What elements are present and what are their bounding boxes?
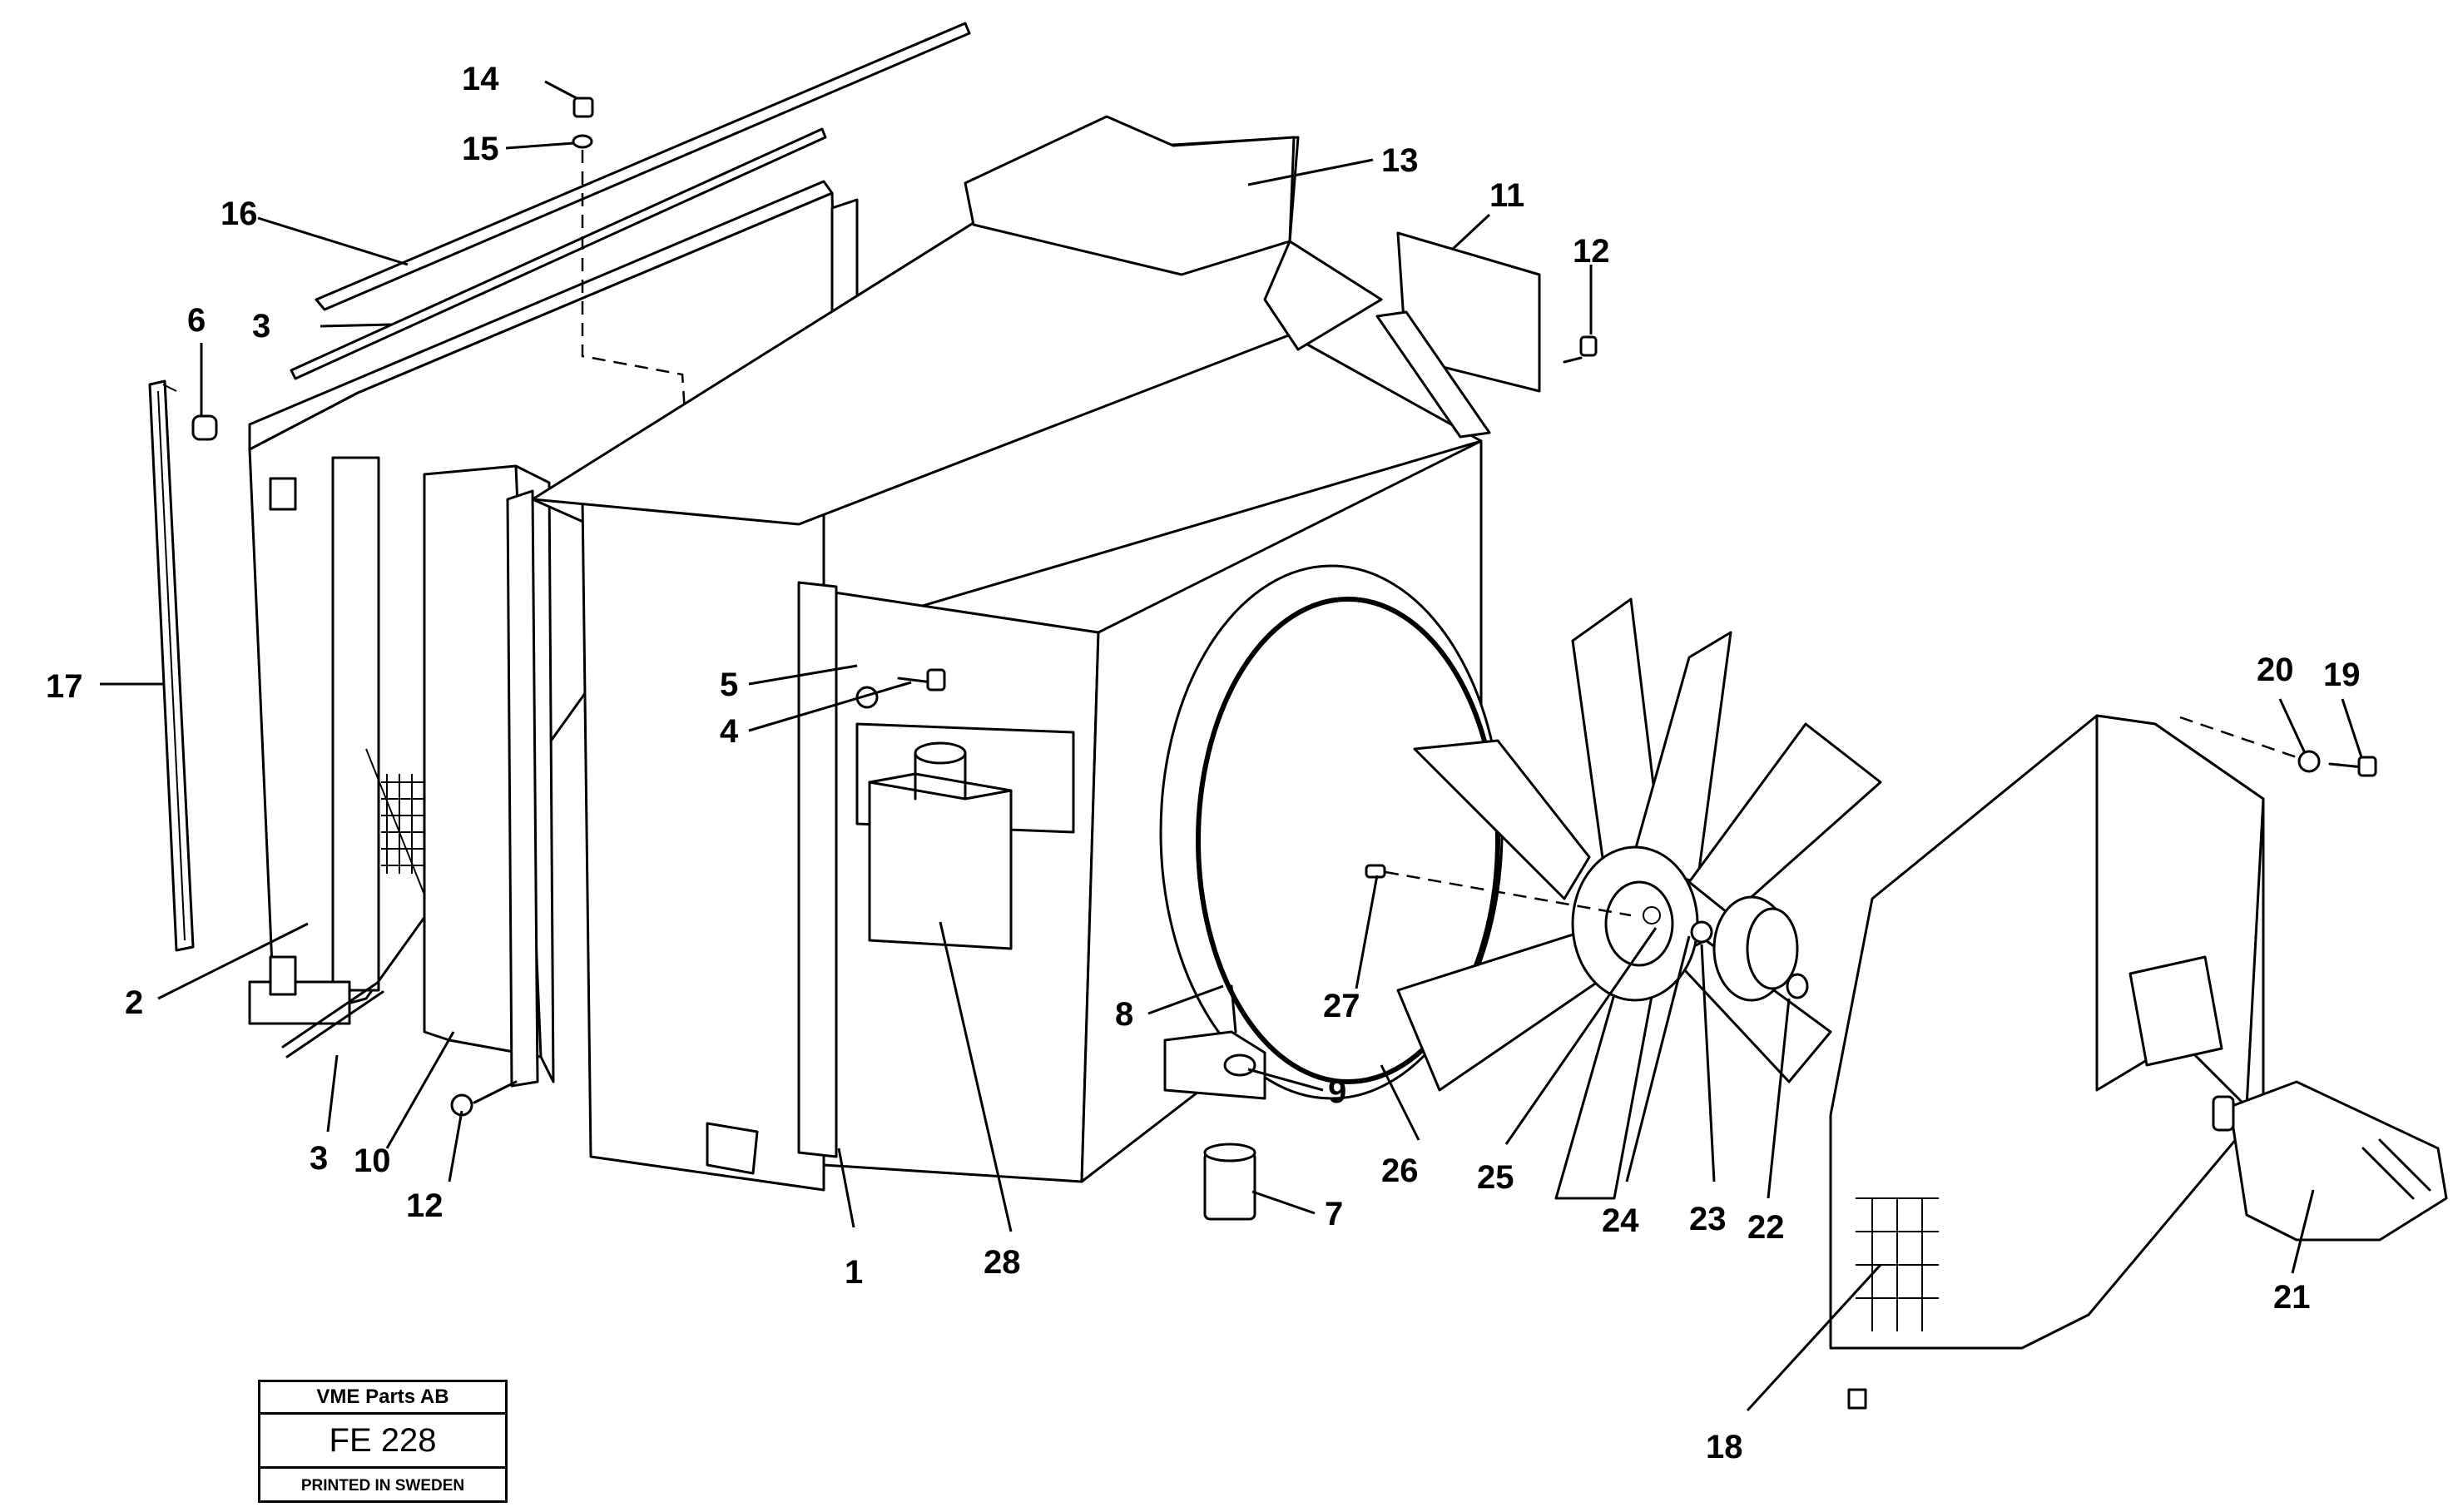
callout-5: 5 xyxy=(720,667,738,703)
callout-13: 13 xyxy=(1381,142,1419,179)
callout-9: 9 xyxy=(1328,1073,1346,1110)
callout-10: 10 xyxy=(354,1143,391,1179)
bolt-19-20 xyxy=(2179,716,2377,777)
rod xyxy=(281,22,971,1058)
leader-lines xyxy=(100,80,2363,1412)
callout-18: 18 xyxy=(1706,1429,1743,1465)
callout-25: 25 xyxy=(1477,1159,1514,1196)
nut-6 xyxy=(191,414,218,441)
hub-adapter xyxy=(1690,895,1809,1002)
stamp-company: VME Parts AB xyxy=(260,1382,505,1415)
callout-19: 19 xyxy=(2323,657,2361,693)
callout-14: 14 xyxy=(462,61,499,97)
callout-1: 1 xyxy=(845,1254,863,1291)
callout-28: 28 xyxy=(984,1244,1021,1281)
callout-6: 6 xyxy=(187,302,206,339)
callout-12: 12 xyxy=(406,1187,444,1224)
callout-3: 3 xyxy=(252,308,270,345)
bracket-11 xyxy=(1375,231,1541,439)
callout-17: 17 xyxy=(46,668,83,705)
callout-labels: 1 2 3 3 4 5 6 7 8 9 10 11 12 12 13 14 15… xyxy=(46,61,2361,1465)
bolt-27 xyxy=(1365,864,1632,917)
side-strip xyxy=(148,379,195,952)
bolt-12-right xyxy=(1563,335,1598,364)
callout-15: 15 xyxy=(462,131,499,167)
fan-blade-assembly xyxy=(1396,597,1882,1200)
callout-3: 3 xyxy=(310,1140,328,1177)
bolt-12-left xyxy=(450,1080,518,1117)
callout-11: 11 xyxy=(1489,177,1524,214)
callout-2: 2 xyxy=(125,984,143,1021)
callout-27: 27 xyxy=(1323,988,1360,1024)
connector-block xyxy=(855,722,1075,950)
callout-12: 12 xyxy=(1573,233,1610,270)
side-bracket xyxy=(423,464,555,1088)
callout-20: 20 xyxy=(2257,652,2294,688)
callout-21: 21 xyxy=(2273,1279,2311,1316)
stamp-printed: PRINTED IN SWEDEN xyxy=(300,1477,465,1495)
rubber-mount xyxy=(1163,984,1266,1221)
title-stamp: VME Parts AB FE 228 PRINTED IN SWEDEN xyxy=(258,1380,508,1503)
callout-7: 7 xyxy=(1325,1196,1343,1232)
top-cover xyxy=(531,115,1383,526)
hydraulic-motor xyxy=(2212,1080,2448,1242)
callout-8: 8 xyxy=(1115,996,1133,1033)
callout-24: 24 xyxy=(1602,1202,1639,1239)
callout-22: 22 xyxy=(1747,1209,1785,1246)
callout-23: 23 xyxy=(1689,1201,1727,1237)
fan-guard xyxy=(1829,714,2265,1410)
callout-4: 4 xyxy=(720,713,739,750)
stamp-figure-code: FE 228 xyxy=(260,1415,505,1469)
callout-16: 16 xyxy=(221,196,258,232)
callout-26: 26 xyxy=(1381,1153,1419,1189)
